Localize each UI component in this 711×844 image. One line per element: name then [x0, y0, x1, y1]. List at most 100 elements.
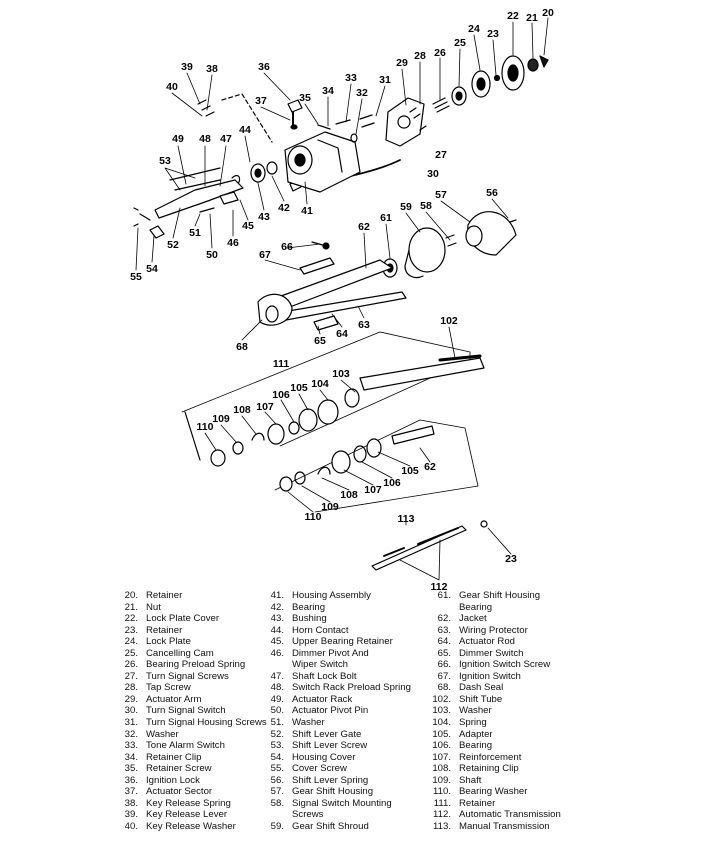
legend-item: 61. Gear Shift Housing [425, 590, 561, 602]
callout-29: 29 [396, 57, 408, 69]
legend-item-label: Bushing [292, 613, 327, 625]
legend-item-label: Shaft Lock Bolt [292, 670, 357, 682]
legend-item-number: 21. [124, 601, 138, 613]
legend-item-number: 113. [433, 820, 451, 832]
shaft-group [371, 520, 488, 571]
legend-item-number: 26. [124, 659, 138, 671]
manual-transmission-group [274, 419, 479, 513]
gear-shift-housing-group [382, 211, 517, 279]
callout-63: 63 [358, 319, 370, 331]
legend-item: 35.Retainer Screw [112, 763, 267, 775]
legend-item-label: Upper Bearing Retainer [292, 636, 393, 648]
callout-108b: 108 [340, 489, 358, 501]
housing-assembly [284, 131, 361, 193]
legend-item: 22.Lock Plate Cover [112, 613, 267, 625]
legend-item-number: 45. [270, 636, 284, 648]
legend-item-number: 39. [124, 809, 138, 821]
legend-item-label: Tone Alarm Switch [146, 740, 225, 752]
legend-item: 66.Ignition Switch Screw [425, 659, 561, 671]
legend-item-label: Ignition Switch Screw [459, 659, 551, 671]
legend-item-number: 102. [432, 693, 451, 705]
legend-item-number: 104. [432, 717, 451, 729]
legend-item-label: Retainer [146, 624, 183, 636]
legend-item: 54.Housing Cover [258, 752, 411, 764]
legend-item: 107.Reinforcement [425, 752, 561, 764]
legend-item-number: 62. [437, 613, 451, 625]
callout-58: 58 [420, 200, 432, 212]
legend-item-label: Retaining Clip [459, 763, 519, 775]
legend-item-number: 51. [270, 717, 284, 729]
callout-109: 112 [431, 581, 448, 590]
legend-item-number: 57. [270, 786, 284, 798]
legend-item-label: Jacket [459, 613, 487, 625]
legend-item: 36.Ignition Lock [112, 775, 267, 787]
bearing-group [231, 161, 278, 185]
callout-111b: 110 [305, 511, 322, 523]
legend-item: 32.Washer [112, 729, 267, 741]
callout-53: 53 [159, 155, 171, 167]
callout-105b: 105 [401, 465, 419, 477]
legend-item-number: 50. [270, 705, 284, 717]
legend-item: 40.Key Release Washer [112, 821, 267, 833]
legend-item: 26.Bearing Preload Spring [112, 659, 267, 671]
legend-item: 39.Key Release Lever [112, 809, 267, 821]
legend-item-label: Automatic Transmission [459, 809, 561, 821]
callout-66: 66 [281, 241, 293, 253]
legend-item-number: 25. [124, 647, 138, 659]
legend-item-number: 55. [270, 763, 284, 775]
callout-39: 39 [181, 61, 193, 73]
legend-item-number: 111. [433, 797, 451, 809]
legend-item: 64.Actuator Rod [425, 636, 561, 648]
callout-45: 45 [242, 220, 254, 232]
legend-item-label: Gear Shift Housing [459, 590, 541, 601]
callout-55: 55 [130, 271, 142, 283]
legend-item-label: Cover Screw [292, 763, 347, 775]
legend-item: 20.Retainer [112, 590, 267, 602]
legend-item: 29.Actuator Arm [112, 694, 267, 706]
callout-102: 102 [440, 315, 458, 327]
legend-item-number: 53. [270, 740, 284, 752]
legend-item: 42.Bearing [258, 602, 411, 614]
callout-30: 30 [427, 168, 439, 180]
legend-item-label: Actuator Sector [146, 786, 213, 798]
legend-item-label: Turn Signal Screws [146, 670, 229, 682]
legend-item-label: Actuator Pivot Pin [292, 705, 369, 717]
legend-item-number: 52. [270, 728, 284, 740]
legend-item: 24.Lock Plate [112, 636, 267, 648]
legend-item: 37.Actuator Sector [112, 786, 267, 798]
callout-23b: 23 [505, 553, 517, 565]
exploded-view-diagram: 20 21 22 23 24 25 26 27 28 29 30 31 32 3… [130, 7, 554, 590]
legend-item: 67.Ignition Switch [425, 671, 561, 683]
legend-item: 52.Shift Lever Gate [258, 729, 411, 741]
legend-item: 105.Adapter [425, 729, 561, 741]
legend-item-number: 110. [433, 786, 451, 798]
legend-item: Screws [258, 809, 411, 821]
callout-54: 54 [146, 263, 158, 275]
legend-item-number: 65. [437, 647, 451, 659]
legend-item: 25.Cancelling Cam [112, 648, 267, 660]
legend-item-label: Gear Shift Housing [292, 786, 374, 798]
legend-item-number: 49. [270, 693, 284, 705]
callout-44: 44 [239, 124, 251, 136]
legend-item: 50. Actuator Pivot Pin [258, 705, 411, 717]
callout-62: 62 [358, 221, 370, 233]
callout-50: 50 [206, 249, 218, 261]
legend-item: Wiper Switch [258, 659, 411, 671]
legend-item: 109.Shaft [425, 775, 561, 787]
legend-item-label: Bearing [459, 601, 493, 613]
legend-item-number: 61. [437, 590, 451, 601]
callout-21: 21 [526, 12, 538, 24]
callout-62b: 62 [424, 461, 436, 473]
legend-item: 44.Horn Contact [258, 625, 411, 637]
legend-item-number: 23. [124, 624, 138, 636]
legend-item-label: Lock Plate [146, 636, 191, 648]
legend-item: 34.Retainer Clip [112, 752, 267, 764]
legend-item-label: Turn Signal Housing Screws [146, 717, 267, 729]
legend-item-label: Wiper Switch [292, 659, 348, 671]
legend-item-number: 54. [270, 751, 284, 763]
legend-item-number: 103. [432, 705, 451, 717]
legend-item: 41.Housing Assembly [258, 590, 411, 602]
legend-item-number: 112. [433, 809, 451, 821]
legend-item: 28.Tap Screw [112, 682, 267, 694]
